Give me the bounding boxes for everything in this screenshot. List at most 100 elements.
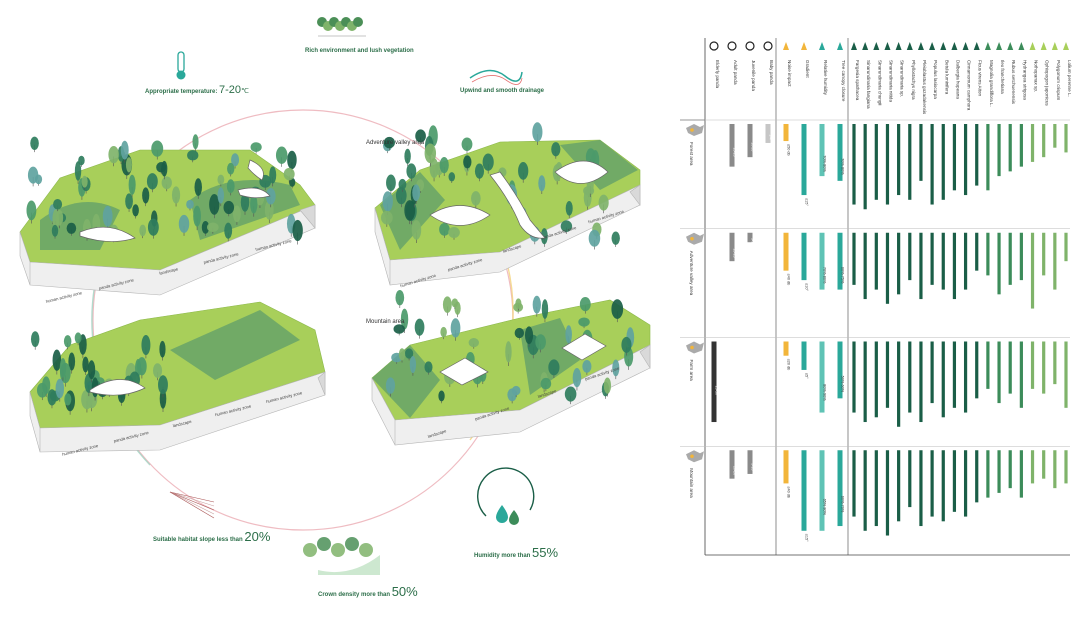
tree-crown: [515, 298, 522, 309]
column-header: Pleioblastus gozadakensis: [922, 60, 927, 115]
environment-value: 60%-70%: [841, 496, 845, 513]
tree-crown: [414, 318, 425, 336]
tree-crown: [59, 358, 67, 378]
environment-icon: [819, 42, 825, 50]
tree-crown: [125, 157, 132, 173]
tree-crown: [511, 385, 521, 396]
farm-area-block-side-face: [317, 371, 326, 396]
tree-crown: [385, 377, 396, 394]
tree-crown: [158, 375, 168, 395]
tree-crown: [63, 335, 72, 348]
environment-value: 70%-80%: [841, 158, 845, 175]
forest-patch: [372, 345, 440, 418]
plant-suitability-bar: [952, 124, 957, 191]
column-header: Relative humidity: [823, 60, 828, 96]
panda-age-bar: [747, 124, 753, 158]
plant-suitability-bar: [897, 232, 901, 295]
tree-crown: [505, 341, 512, 363]
plant-suitability-bar: [1064, 232, 1068, 262]
panda-icon: [763, 41, 773, 51]
plant-icon: [906, 42, 913, 50]
plant-icon: [873, 42, 880, 50]
tree-crown: [217, 174, 225, 185]
plant-suitability-bar: [963, 450, 968, 517]
tree-crown: [474, 163, 485, 179]
tree-crown: [128, 174, 136, 195]
environment-value: ≤10°: [805, 283, 809, 291]
crown-density-icon: [303, 537, 380, 575]
tree-crown: [541, 299, 549, 319]
plant-icon: [962, 42, 969, 50]
vegetation-icon: [317, 17, 366, 37]
plant-suitability-bar: [852, 341, 856, 413]
plant-icon: [951, 42, 958, 50]
plant-suitability-bar: [986, 450, 990, 498]
tree-crown: [611, 231, 620, 245]
tree-crown: [404, 148, 411, 164]
column-header: Sinarundinaria chungii: [877, 60, 882, 105]
tree-crown: [393, 324, 405, 334]
plant-suitability-bar: [952, 341, 957, 408]
crown-text: Crown density more than: [318, 592, 391, 598]
plant-suitability-bar: [975, 341, 979, 399]
environment-bar: [801, 232, 807, 281]
tree-icon: [345, 537, 359, 551]
environment-bar: [837, 124, 843, 181]
plant-suitability-bar: [986, 124, 990, 191]
plant-suitability-bar: [941, 124, 945, 200]
plant-icon: [1007, 42, 1014, 50]
tree-crown: [192, 134, 199, 150]
tree-crown: [81, 389, 93, 410]
plant-icon: [1051, 42, 1058, 50]
environment-value: ≤15°: [805, 198, 809, 206]
humidity-arc: [477, 467, 535, 517]
plant-suitability-bar: [908, 232, 912, 281]
walking-path: [247, 159, 264, 181]
tree-crown: [383, 136, 395, 149]
tree-crown: [217, 187, 225, 204]
tree-crown: [159, 340, 166, 358]
panda-age-range: 10-20: [751, 142, 755, 151]
tree-crown: [395, 186, 407, 205]
plant-suitability-bar: [1042, 124, 1046, 158]
tree-crown: [540, 377, 552, 390]
plant-suitability-bar: [1064, 450, 1068, 484]
location-marker-icon: [690, 236, 694, 241]
plant-suitability-bar: [1008, 450, 1012, 489]
tree-crown: [142, 187, 150, 204]
tree-crown: [603, 377, 612, 394]
tree-crown: [287, 150, 297, 170]
wind-curve: [471, 75, 523, 85]
tree-crown: [120, 140, 129, 160]
slope-line: [169, 491, 215, 503]
tree-crown: [612, 359, 620, 377]
plant-suitability-bar: [863, 450, 867, 531]
tree-crown: [409, 356, 417, 373]
plant-suitability-bar: [1008, 124, 1012, 172]
tree-crown: [146, 173, 158, 190]
tree-crown: [125, 193, 133, 210]
plant-icon: [1029, 42, 1036, 50]
humidity-value: 55%: [532, 545, 559, 560]
tree-crown: [81, 175, 88, 188]
tree-crown: [231, 153, 240, 167]
plant-suitability-bar: [1019, 450, 1023, 498]
tree-crown: [250, 194, 258, 214]
environment-value: 50%-60%: [841, 376, 845, 393]
location-marker-icon: [690, 345, 694, 350]
tree-crown: [451, 298, 459, 308]
walking-path: [554, 160, 609, 184]
walking-path: [439, 357, 489, 386]
tree-crown: [439, 157, 449, 174]
tree-crown: [448, 172, 456, 182]
tree-crown: [152, 363, 163, 378]
plant-suitability-bar: [1053, 124, 1057, 148]
plant-suitability-bar: [874, 232, 878, 290]
tree-icon: [359, 543, 373, 557]
environment-bar: [819, 232, 825, 290]
panda-age-range: 10-20: [733, 466, 737, 475]
thermometer-icon: [176, 51, 186, 80]
